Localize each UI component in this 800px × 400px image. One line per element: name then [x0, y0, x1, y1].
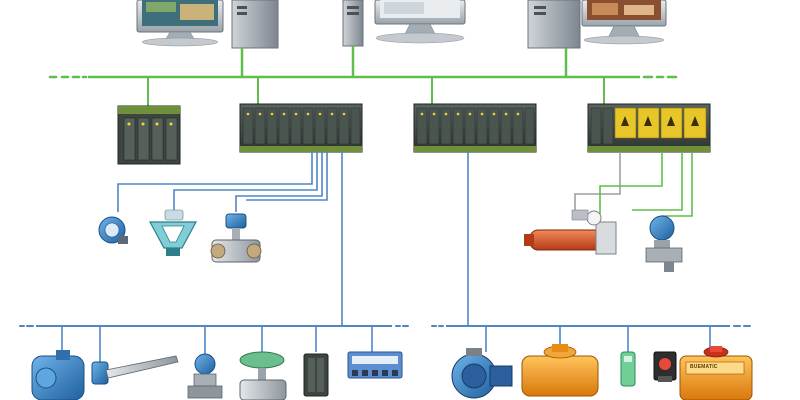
temperature-probe-icon: [91, 355, 179, 385]
workstation-right: [527, 0, 667, 49]
coriolis-flowmeter-icon: [148, 209, 198, 256]
analog-wiring-controller-3: [574, 152, 693, 226]
workstation-left: [136, 0, 279, 49]
vortex-flowmeter-icon: [210, 213, 262, 263]
valve-positioner-icon: [653, 351, 677, 382]
junction-box-icon: [303, 353, 329, 397]
electric-motor-icon: [451, 348, 513, 399]
fieldbus-wiring-controller-1: [117, 152, 343, 326]
controller-rack-2: [413, 103, 537, 153]
controller-small: [117, 105, 181, 165]
differential-pressure-transmitter-icon: [187, 353, 223, 399]
explosion-proof-transmitter-icon: [31, 350, 85, 400]
actuator-brand-label: BUEMATIC: [690, 364, 718, 370]
pneumatic-actuator-valve-mid: [524, 209, 617, 255]
controller-rack-1: [239, 103, 363, 153]
fieldbus-segment-left: [19, 325, 409, 362]
transmitter-icon-mid: [98, 216, 128, 244]
workstation-center: [342, 0, 466, 47]
controller-rack-3-intrinsic-safe: [587, 103, 711, 153]
control-valve-icon: [239, 351, 287, 400]
electric-valve-actuator-icon: [679, 346, 753, 400]
proximity-sensor-icon: [620, 351, 636, 387]
ethernet-bus: [48, 46, 678, 108]
rotary-actuator-icon: [521, 344, 599, 397]
fieldbus-power-conditioner-icon: [347, 351, 403, 379]
pressure-transmitter-icon-right: [645, 215, 683, 272]
